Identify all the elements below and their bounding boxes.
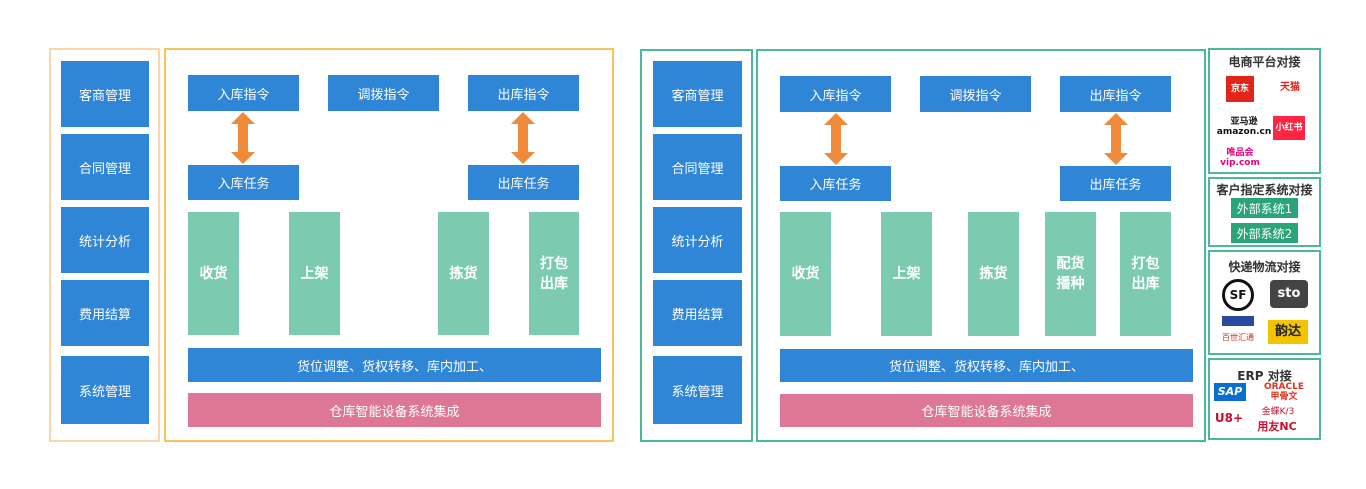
u8-logo[interactable]: U8+: [1214, 408, 1244, 428]
sto-express-logo-text: sto: [1277, 286, 1301, 301]
yonyou-nc-logo[interactable]: 用友NC: [1250, 419, 1304, 435]
menu-item[interactable]: 统计分析: [653, 207, 742, 273]
kingdee-logo-text: 金蝶K/3: [1261, 407, 1295, 417]
vip-logo-text: 唯品会 vip.com: [1220, 148, 1260, 168]
xiaohongshu-logo[interactable]: 小红书: [1273, 116, 1305, 140]
erp-panel-title: ERP 对接: [1237, 369, 1292, 383]
amazon-logo-text: 亚马逊 amazon.cn: [1216, 117, 1272, 137]
sf-express-logo-text: SF: [1229, 288, 1247, 302]
oracle-logo[interactable]: ORACLE 甲骨文: [1256, 381, 1312, 403]
jd-logo-text: 京东: [1230, 84, 1249, 94]
menu-item[interactable]: 客商管理: [653, 61, 742, 127]
external-system-1-button[interactable]: 外部系统1: [1231, 198, 1298, 218]
inbound-command[interactable]: 入库指令: [780, 76, 891, 112]
kingdee-logo[interactable]: 金蝶K/3: [1256, 406, 1300, 418]
step-pick[interactable]: 拣货: [438, 212, 489, 335]
inbound-task[interactable]: 入库任务: [188, 165, 299, 200]
ecommerce-panel-title: 电商平台对接: [1228, 55, 1301, 69]
device-integration-bar[interactable]: 仓库智能设备系统集成: [188, 393, 601, 427]
bestex-logo-text: 百世汇通: [1222, 333, 1254, 342]
step-pack-ship[interactable]: 打包 出库: [529, 212, 579, 335]
step-putaway[interactable]: 上架: [289, 212, 340, 335]
diagram2-main-frame: [756, 49, 1206, 442]
tmall-logo-text: 天猫: [1280, 82, 1300, 93]
menu-item[interactable]: 费用结算: [61, 280, 149, 346]
double-arrow-icon: [824, 113, 848, 165]
bestex-logo[interactable]: 百世汇通: [1222, 316, 1254, 350]
external-system-2-button[interactable]: 外部系统2: [1231, 223, 1298, 243]
customer-system-panel-title: 客户指定系统对接: [1216, 183, 1313, 197]
jd-logo[interactable]: 京东: [1226, 76, 1254, 102]
outbound-task[interactable]: 出库任务: [1060, 166, 1171, 201]
inbound-command[interactable]: 入库指令: [188, 75, 299, 111]
yunda-logo[interactable]: 韵达: [1268, 320, 1308, 344]
sto-express-logo[interactable]: sto: [1270, 280, 1308, 308]
express-panel: [1208, 250, 1321, 355]
step-distribute-sow[interactable]: 配货 播种: [1045, 212, 1096, 336]
vip-logo[interactable]: 唯品会 vip.com: [1220, 146, 1260, 170]
location-adjust-bar[interactable]: 货位调整、货权转移、库内加工、: [188, 348, 601, 382]
double-arrow-icon: [1104, 113, 1128, 165]
diagram2-left-frame: [640, 49, 753, 442]
outbound-command[interactable]: 出库指令: [1060, 76, 1171, 112]
step-pick[interactable]: 拣货: [968, 212, 1019, 336]
outbound-command[interactable]: 出库指令: [468, 75, 579, 111]
transfer-command[interactable]: 调拨指令: [920, 76, 1031, 112]
step-receive[interactable]: 收货: [188, 212, 239, 335]
express-panel-title: 快递物流对接: [1228, 260, 1301, 274]
transfer-command[interactable]: 调拨指令: [328, 75, 439, 111]
xiaohongshu-logo-text: 小红书: [1275, 123, 1303, 133]
menu-item[interactable]: 合同管理: [61, 134, 149, 200]
customer-system-panel: [1208, 177, 1321, 247]
menu-item[interactable]: 统计分析: [61, 207, 149, 273]
menu-item[interactable]: 系统管理: [653, 356, 742, 424]
double-arrow-icon: [231, 112, 255, 164]
menu-item[interactable]: 客商管理: [61, 61, 149, 127]
location-adjust-bar[interactable]: 货位调整、货权转移、库内加工、: [780, 349, 1193, 382]
menu-item[interactable]: 系统管理: [61, 356, 149, 424]
diagram1-main-frame: [164, 48, 614, 442]
ecommerce-panel: [1208, 48, 1321, 174]
diagram1-left-frame: [49, 48, 160, 442]
sf-express-logo[interactable]: SF: [1222, 279, 1254, 311]
yunda-logo-text: 韵达: [1274, 324, 1301, 339]
inbound-task[interactable]: 入库任务: [780, 166, 891, 201]
menu-item[interactable]: 费用结算: [653, 280, 742, 346]
menu-item[interactable]: 合同管理: [653, 134, 742, 200]
step-pack-ship[interactable]: 打包 出库: [1120, 212, 1171, 336]
device-integration-bar[interactable]: 仓库智能设备系统集成: [780, 394, 1193, 427]
outbound-task[interactable]: 出库任务: [468, 165, 579, 200]
sap-logo-text: SAP: [1217, 385, 1243, 398]
erp-panel: [1208, 358, 1321, 440]
u8-logo-text: U8+: [1214, 411, 1244, 425]
step-putaway[interactable]: 上架: [881, 212, 932, 336]
double-arrow-icon: [511, 112, 535, 164]
tmall-logo[interactable]: 天猫: [1272, 74, 1308, 102]
oracle-logo-text: ORACLE 甲骨文: [1263, 382, 1305, 402]
amazon-logo[interactable]: 亚马逊 amazon.cn: [1216, 115, 1272, 139]
sap-logo[interactable]: SAP: [1214, 383, 1246, 401]
yonyou-nc-logo-text: 用友NC: [1257, 420, 1297, 433]
step-receive[interactable]: 收货: [780, 212, 831, 336]
